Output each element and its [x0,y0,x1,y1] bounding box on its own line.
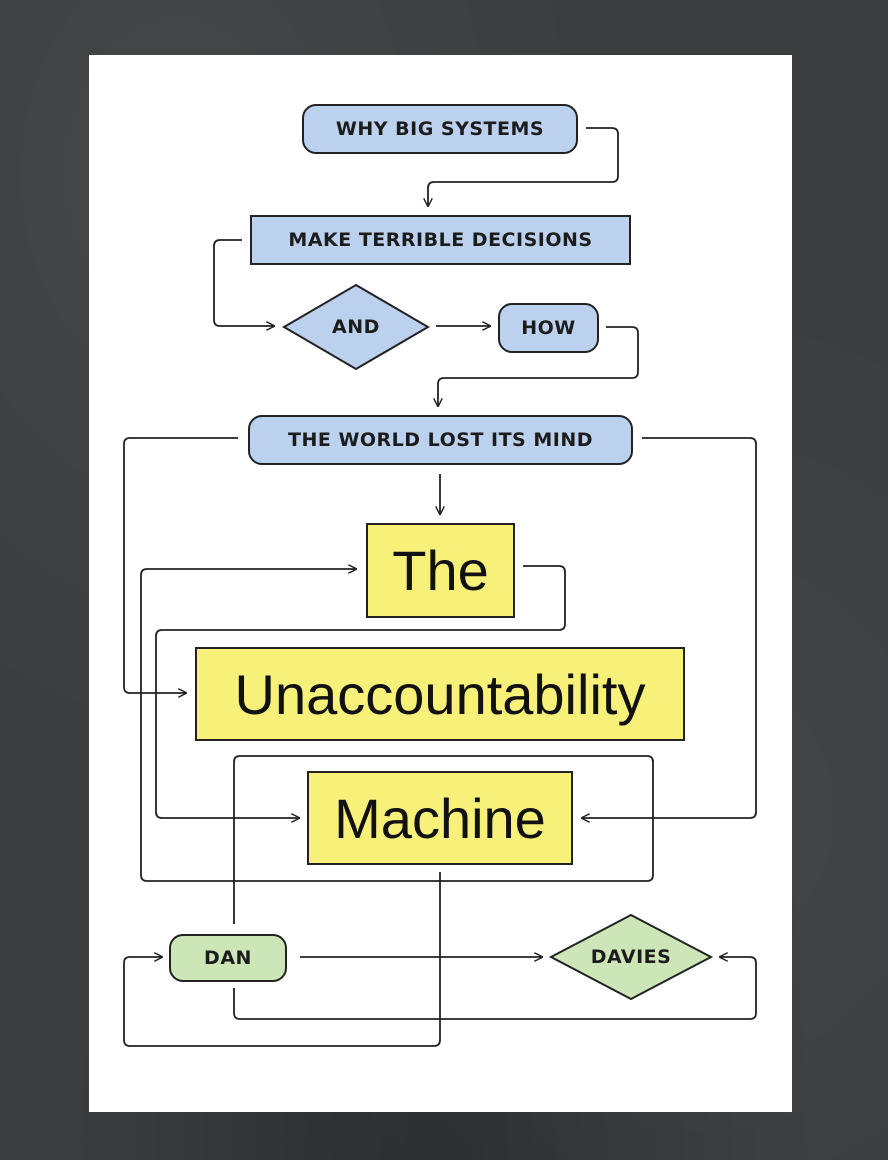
connector-world-to-machine [582,437,757,818]
connector-how-to-world [438,326,639,406]
title-machine: Machine [307,771,573,865]
connector-why-to-make [428,127,619,206]
author-last-name: DAVIES [590,946,672,968]
connector-world-to-unaccountability [123,437,238,693]
connector-dan-to-davies-right [233,957,757,1020]
davies-diamond [548,913,714,1001]
subtitle-the-world-lost-its-mind: THE WORLD LOST ITS MIND [248,415,633,465]
title-unaccountability: Unaccountability [195,647,685,741]
connector-dan-loop [233,755,654,924]
and-diamond [282,283,430,371]
subtitle-why-big-systems: WHY BIG SYSTEMS [302,104,578,154]
subtitle-and-label: AND [332,316,380,338]
title-the: The [366,523,515,618]
subtitle-how: HOW [498,303,599,353]
connector-the-to-machine [155,565,566,818]
connector-machine-to-dan [123,872,441,1047]
connector-loop-into-the [140,569,654,882]
connector-make-to-and [213,239,274,326]
subtitle-make-terrible-decisions: MAKE TERRIBLE DECISIONS [250,215,631,265]
author-first-name: DAN [169,934,287,982]
